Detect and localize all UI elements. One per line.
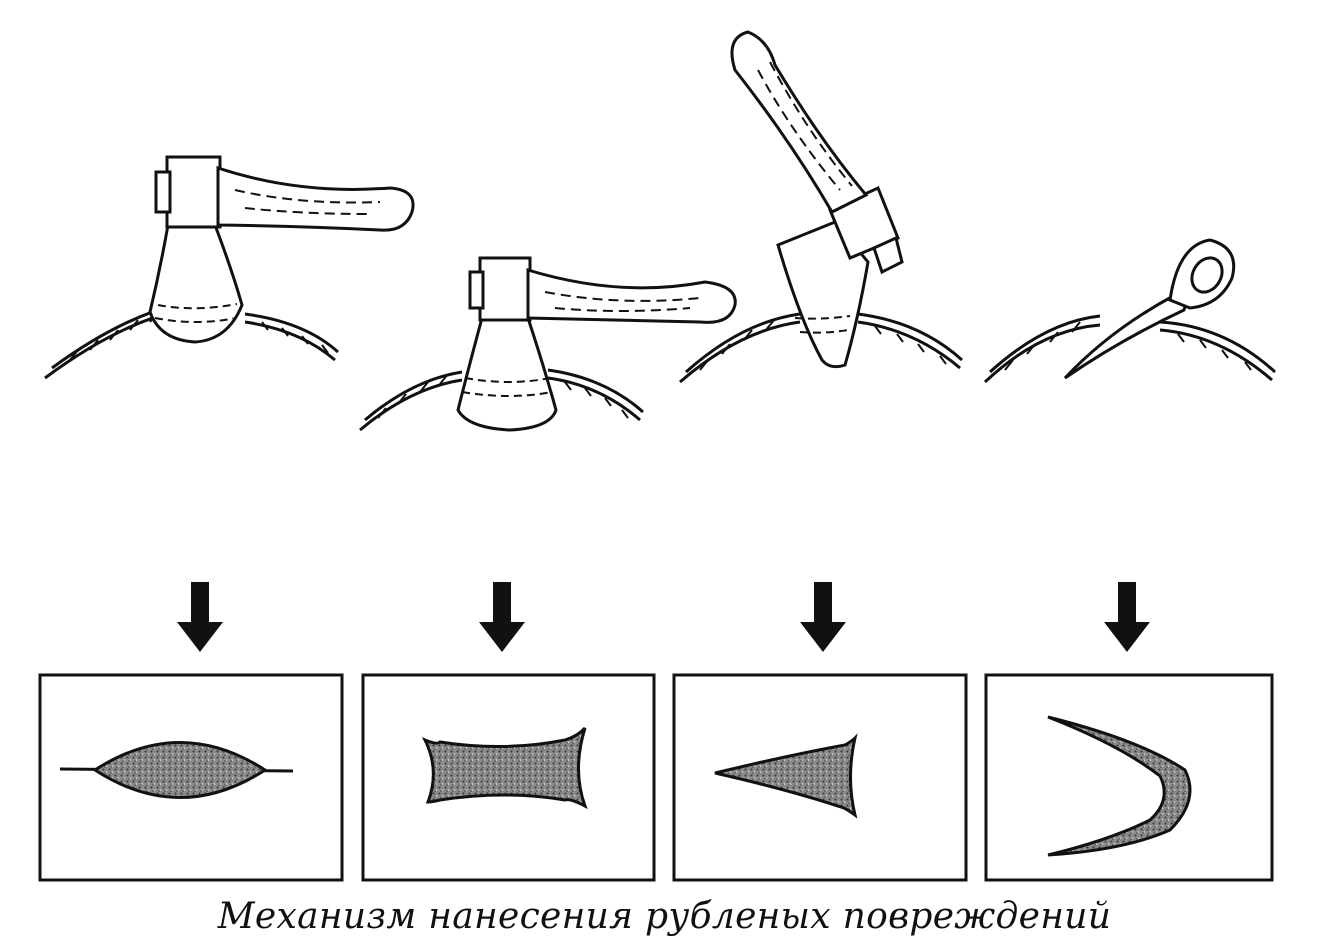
arrow-1 [177, 582, 223, 652]
figure-caption: Механизм нанесения рубленых повреждений [0, 892, 1329, 942]
arrow-4 [1104, 582, 1150, 652]
wound-box-4 [986, 675, 1272, 880]
panel-4-illustration [985, 240, 1275, 382]
arrow-2 [479, 582, 525, 652]
axe-1 [150, 157, 413, 342]
arrows [177, 582, 1150, 652]
wound-triangular [715, 738, 855, 815]
wound-crescent [1048, 717, 1190, 855]
axe-2 [458, 258, 735, 430]
wound-rectangular [425, 728, 585, 806]
wound-spindle [60, 743, 293, 798]
panel-2-illustration [360, 258, 735, 430]
axe-4 [1065, 240, 1234, 378]
panel-1-illustration [45, 157, 413, 378]
panel-3-illustration [680, 32, 962, 382]
arrow-3 [800, 582, 846, 652]
